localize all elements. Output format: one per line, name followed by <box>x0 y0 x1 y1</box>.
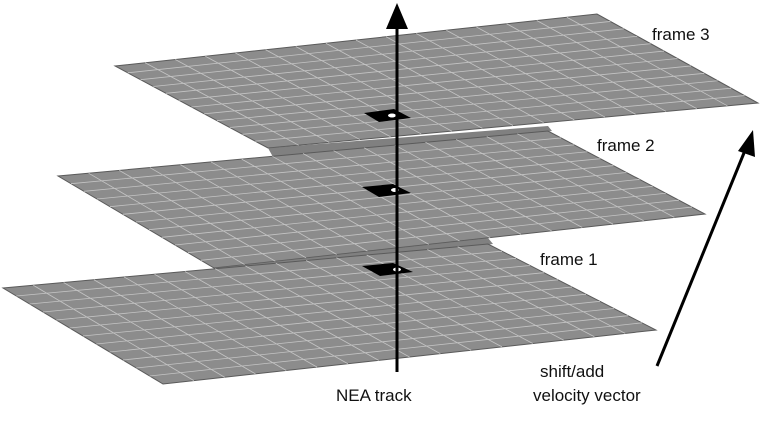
frame-2-grid <box>70 133 692 265</box>
grid-line <box>83 144 575 192</box>
grid-line <box>56 272 545 321</box>
grid-line <box>82 286 573 337</box>
grid-line <box>200 206 692 261</box>
grid-line <box>122 308 615 361</box>
grid-line <box>204 65 691 115</box>
grid-line <box>96 293 587 345</box>
grid-line <box>135 172 627 223</box>
grid-line <box>16 250 503 297</box>
frame-1-label: frame 1 <box>540 250 598 269</box>
velocity-label-line-2: velocity vector <box>533 386 641 405</box>
grid-line <box>242 87 732 135</box>
grid-line <box>161 185 653 238</box>
frame-3-plane <box>113 13 760 157</box>
grid-line <box>69 279 559 329</box>
frame-3-grid <box>127 16 745 146</box>
grid-line <box>187 199 679 254</box>
frame-2-label: frame 2 <box>597 136 655 155</box>
frame-1-grid <box>16 246 643 381</box>
grid-line <box>29 257 517 305</box>
nea-track-arrowhead <box>386 3 408 29</box>
grid-line <box>70 137 562 185</box>
grid-line <box>191 58 678 108</box>
grid-line <box>255 95 745 142</box>
grid-line <box>136 315 629 369</box>
grid-line <box>174 192 666 246</box>
frame-3-label: frame 3 <box>652 25 710 44</box>
velocity-vector-arrow <box>655 130 755 367</box>
frame-1-plane <box>1 243 658 385</box>
grid-line <box>178 50 665 101</box>
velocity-vector-arrowhead <box>738 130 755 157</box>
grid-line <box>165 43 651 94</box>
target-marker-frame-3 <box>364 109 411 122</box>
grid-line <box>127 21 611 74</box>
nea-track-label: NEA track <box>336 386 412 405</box>
grid-line <box>148 179 640 231</box>
frame-3-shadow-strip <box>268 126 552 157</box>
nea-track-arrow <box>386 3 408 372</box>
grid-line <box>109 158 601 208</box>
grid-line <box>96 151 588 200</box>
grid-line <box>216 72 705 122</box>
grid-line <box>153 35 638 87</box>
frame-2-plane <box>56 130 707 275</box>
grid-line <box>229 80 718 128</box>
grid-line <box>140 28 624 81</box>
velocity-label-line-1: shift/add <box>540 362 604 381</box>
grid-line <box>109 300 601 353</box>
grid-line <box>42 265 531 313</box>
